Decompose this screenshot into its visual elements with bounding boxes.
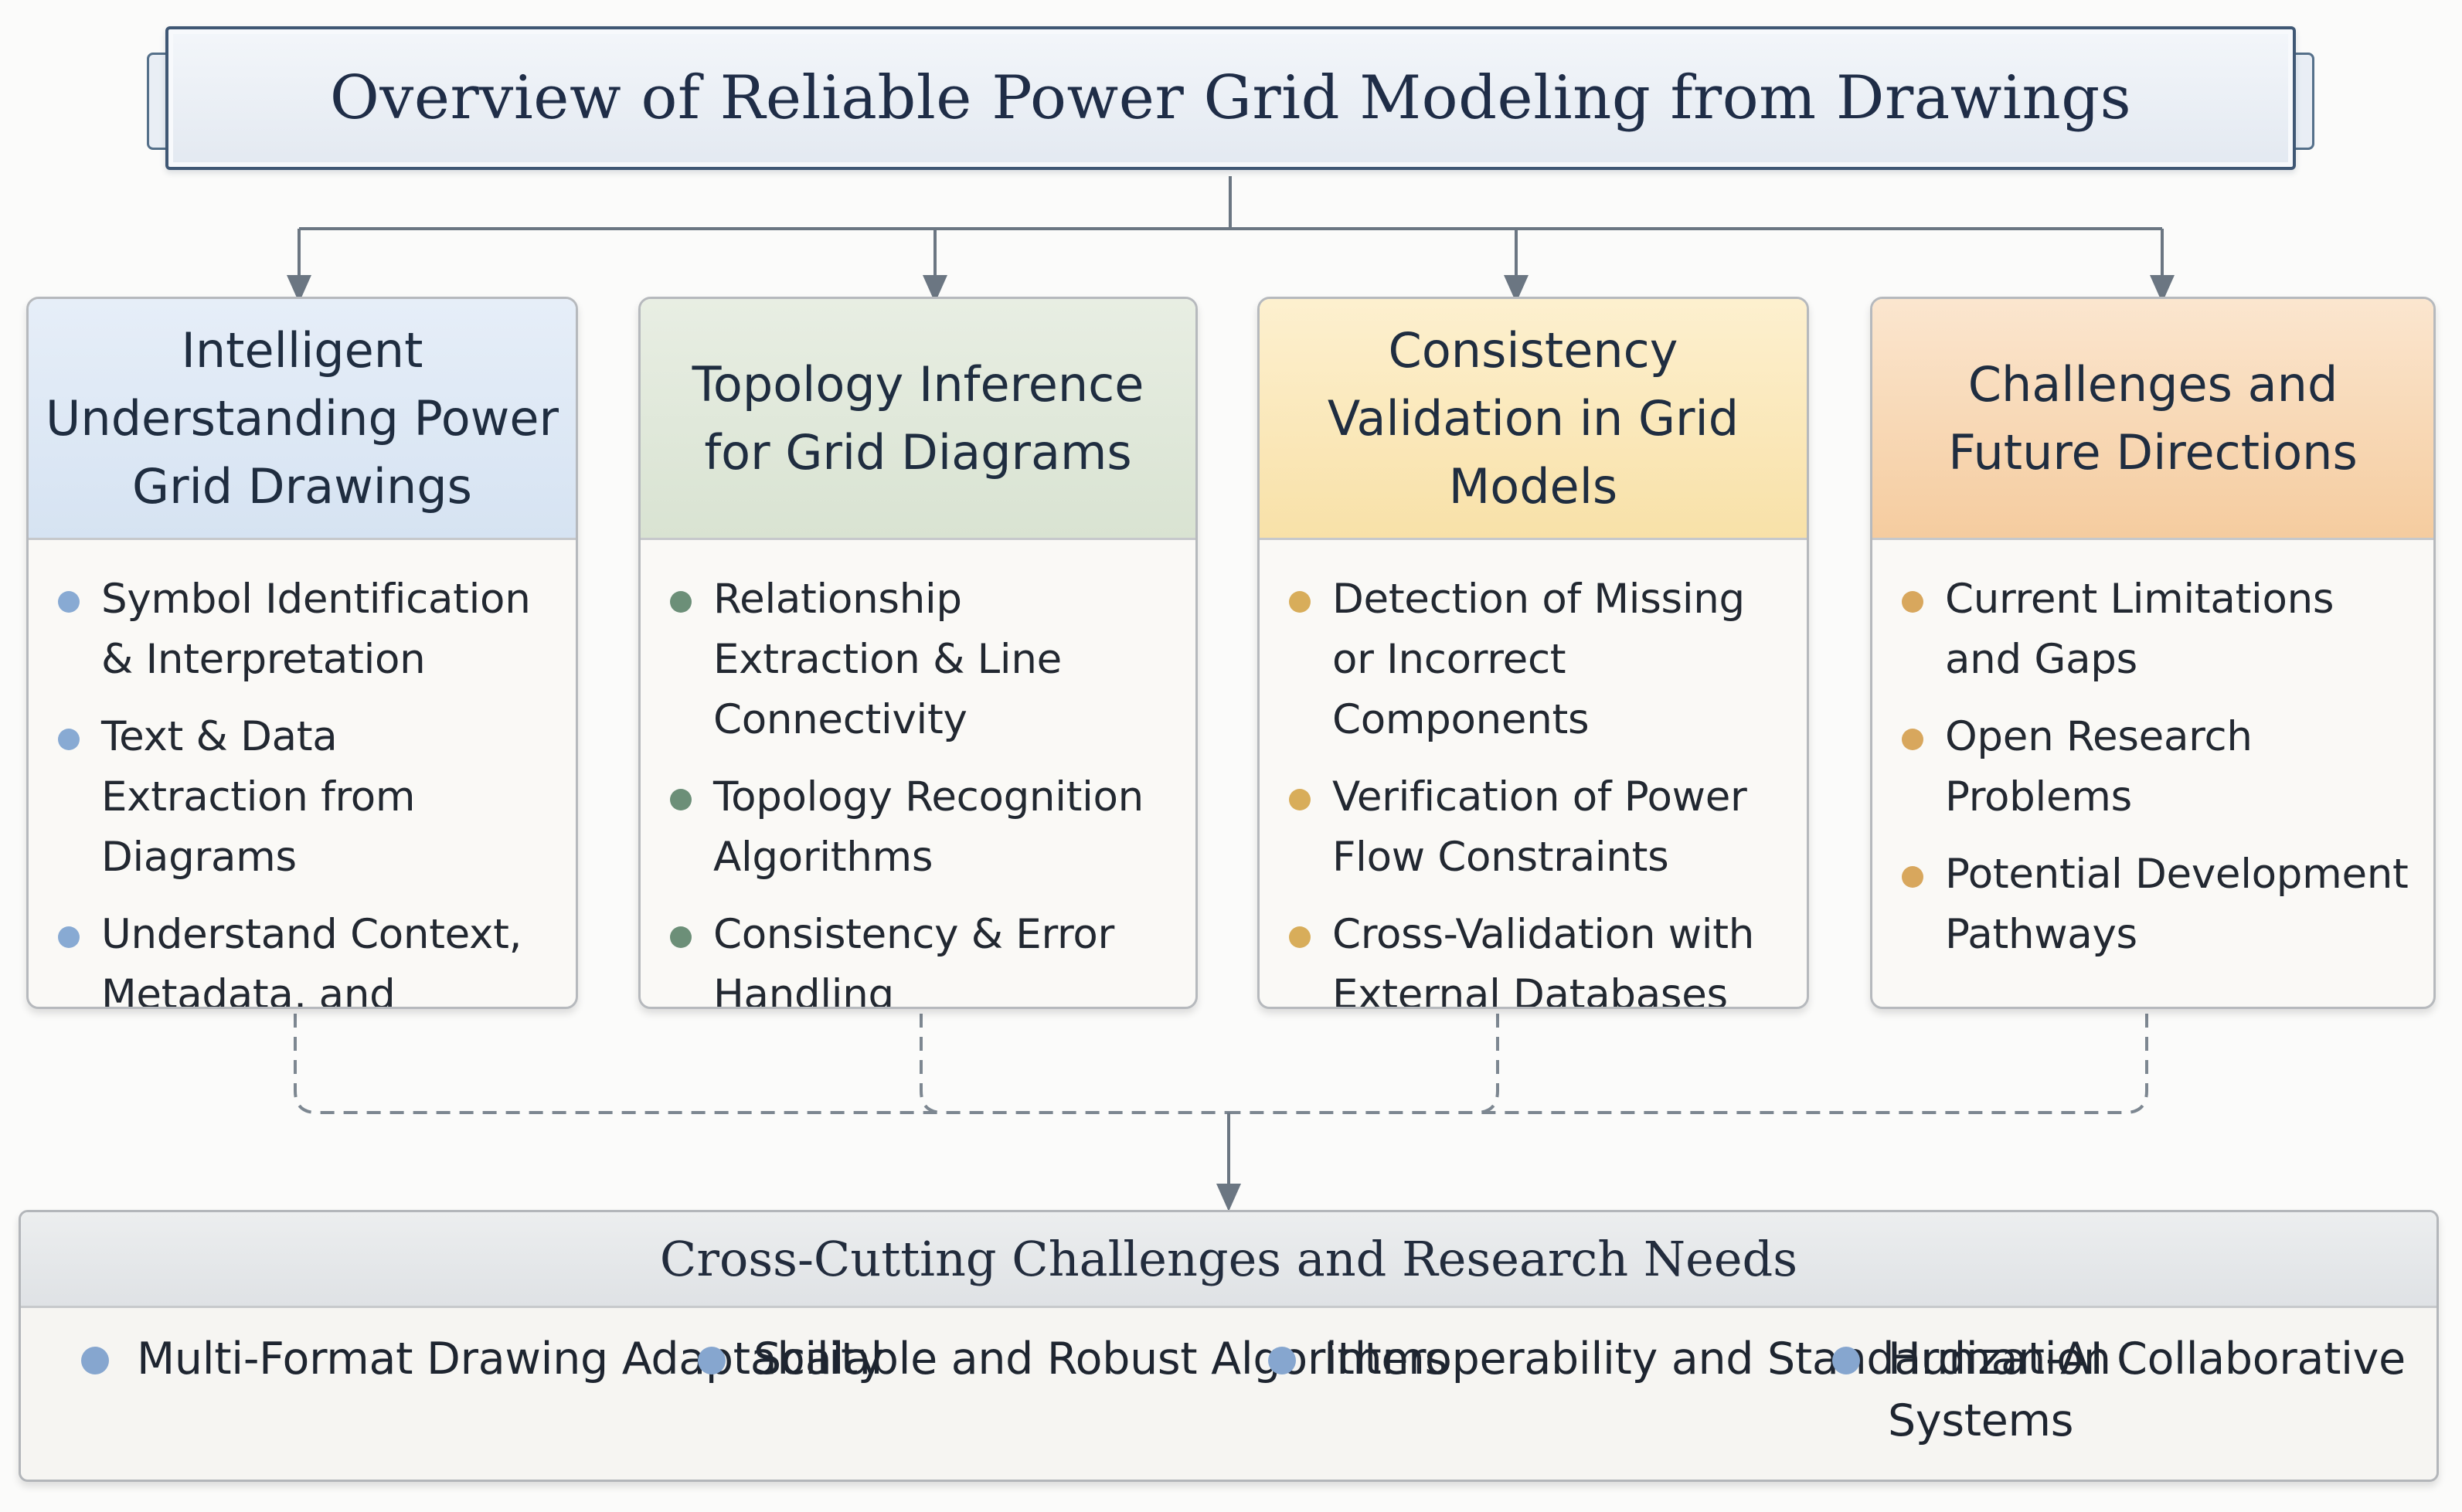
list-item-text: Text & Data Extraction from Diagrams <box>101 713 416 881</box>
dashed-connector-card-4 <box>1230 1014 2148 1114</box>
list-item-text: Detection of Missing or Incorrect Compon… <box>1332 576 1745 743</box>
bullet-dot-icon <box>1902 729 1923 750</box>
bullet-dot-icon <box>1832 1347 1860 1374</box>
bullet-dot-icon <box>1289 789 1311 810</box>
panel-item: Scalable and Robust Algorithms <box>698 1328 1447 1390</box>
card-header: Topology Inference for Grid Diagrams <box>641 299 1195 540</box>
dashed-connector-card-1 <box>294 1014 1230 1114</box>
panel-item-text: Interoperability and Standardization <box>1324 1334 2111 1385</box>
diagram-title: Overview of Reliable Power Grid Modeling… <box>329 63 2132 133</box>
card-body: Detection of Missing or Incorrect Compon… <box>1260 540 1807 1009</box>
list-item-text: Open Research Problems <box>1945 713 2253 821</box>
list-item: Verification of Power Flow Constraints <box>1289 767 1784 888</box>
list-item: Text & Data Extraction from Diagrams <box>58 707 553 888</box>
bullet-dot-icon <box>698 1347 726 1374</box>
bullet-dot-icon <box>670 926 692 948</box>
panel-header: Cross-Cutting Challenges and Research Ne… <box>21 1212 2436 1308</box>
card-title: Topology Inference for Grid Diagrams <box>692 355 1144 481</box>
list-item: Symbol Identification & Interpretation <box>58 569 553 690</box>
title-banner: Overview of Reliable Power Grid Modeling… <box>147 22 2314 176</box>
list-item: Consistency & Error Handling <box>670 905 1172 1009</box>
panel-body: Multi-Format Drawing Adaptability Scalab… <box>21 1308 2436 1480</box>
list-item: Potential Development Pathways <box>1902 844 2410 965</box>
list-item-text: Understand Context, Metadata, and Functi… <box>101 911 522 1009</box>
list-item: Current Limitations and Gaps <box>1902 569 2410 690</box>
list-item: Open Research Problems <box>1902 707 2410 827</box>
list-item: Topology Recognition Algorithms <box>670 767 1172 888</box>
bullet-dot-icon <box>1268 1347 1296 1374</box>
list-item-text: Verification of Power Flow Constraints <box>1332 773 1747 881</box>
card-title: Intelligent Understanding Power Grid Dra… <box>46 321 559 515</box>
panel-item-text: Human-AI Collaborative Systems <box>1888 1334 2406 1446</box>
bullet-dot-icon <box>1902 591 1923 613</box>
list-item: Understand Context, Metadata, and Functi… <box>58 905 553 1009</box>
card-intelligent-understanding: Intelligent Understanding Power Grid Dra… <box>26 297 578 1009</box>
bullet-dot-icon <box>1289 591 1311 613</box>
bullet-dot-icon <box>58 729 80 750</box>
card-title: Challenges and Future Directions <box>1948 355 2358 481</box>
bullet-dot-icon <box>1902 866 1923 888</box>
card-topology-inference: Topology Inference for Grid Diagrams Rel… <box>638 297 1198 1009</box>
panel-item: Interoperability and Standardization <box>1268 1328 2111 1390</box>
bullet-dot-icon <box>58 591 80 613</box>
list-item-text: Topology Recognition Algorithms <box>713 773 1144 881</box>
card-body: Current Limitations and Gaps Open Resear… <box>1872 540 2433 965</box>
bullet-dot-icon <box>670 789 692 810</box>
list-item-text: Potential Development Pathways <box>1945 851 2409 958</box>
card-consistency-validation: Consistency Validation in Grid Models De… <box>1257 297 1809 1009</box>
card-title: Consistency Validation in Grid Models <box>1327 321 1739 515</box>
panel-item: Multi-Format Drawing Adaptability <box>81 1328 884 1390</box>
list-item: Cross-Validation with External Databases <box>1289 905 1784 1009</box>
bullet-dot-icon <box>58 926 80 948</box>
card-header: Consistency Validation in Grid Models <box>1260 299 1807 540</box>
panel-item-text: Scalable and Robust Algorithms <box>753 1334 1448 1385</box>
panel-item: Human-AI Collaborative Systems <box>1832 1328 2436 1452</box>
bullet-dot-icon <box>670 591 692 613</box>
card-header: Challenges and Future Directions <box>1872 299 2433 540</box>
title-box: Overview of Reliable Power Grid Modeling… <box>165 26 2296 170</box>
card-challenges-future: Challenges and Future Directions Current… <box>1870 297 2436 1009</box>
list-item-text: Consistency & Error Handling <box>713 911 1114 1009</box>
panel-item-text: Multi-Format Drawing Adaptability <box>137 1334 884 1385</box>
dashed-connector-card-2 <box>920 1014 944 1114</box>
card-body: Relationship Extraction & Line Connectiv… <box>641 540 1195 1009</box>
panel-title: Cross-Cutting Challenges and Research Ne… <box>659 1231 1798 1287</box>
card-body: Symbol Identification & Interpretation T… <box>29 540 576 1009</box>
bullet-dot-icon <box>81 1347 109 1374</box>
dashed-connector-card-3 <box>1475 1014 1499 1114</box>
list-item-text: Symbol Identification & Interpretation <box>101 576 531 683</box>
list-item-text: Relationship Extraction & Line Connectiv… <box>713 576 1062 743</box>
cross-cutting-panel: Cross-Cutting Challenges and Research Ne… <box>19 1210 2439 1482</box>
list-item: Relationship Extraction & Line Connectiv… <box>670 569 1172 750</box>
list-item: Detection of Missing or Incorrect Compon… <box>1289 569 1784 750</box>
list-item-text: Current Limitations and Gaps <box>1945 576 2334 683</box>
list-item-text: Cross-Validation with External Databases <box>1332 911 1755 1009</box>
card-header: Intelligent Understanding Power Grid Dra… <box>29 299 576 540</box>
bullet-dot-icon <box>1289 926 1311 948</box>
